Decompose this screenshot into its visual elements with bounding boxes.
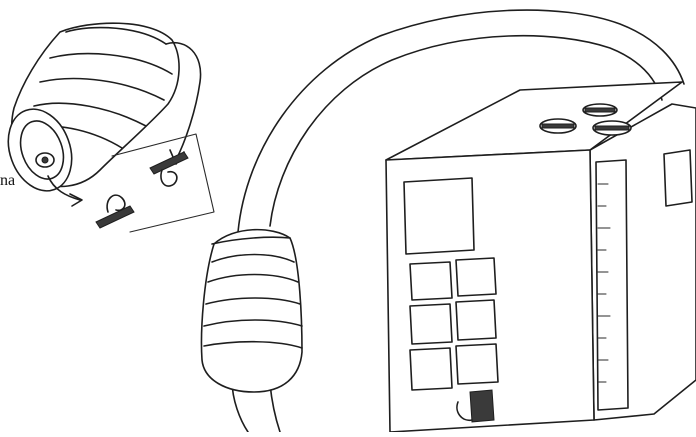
cuff-on-tube-drawing (200, 228, 303, 393)
loose-cuff-coil-drawing (7, 22, 202, 207)
annotation-fragment-text: na (0, 172, 16, 189)
pressure-monitor-drawing (385, 81, 696, 433)
filter-piece-drawing (95, 133, 215, 233)
